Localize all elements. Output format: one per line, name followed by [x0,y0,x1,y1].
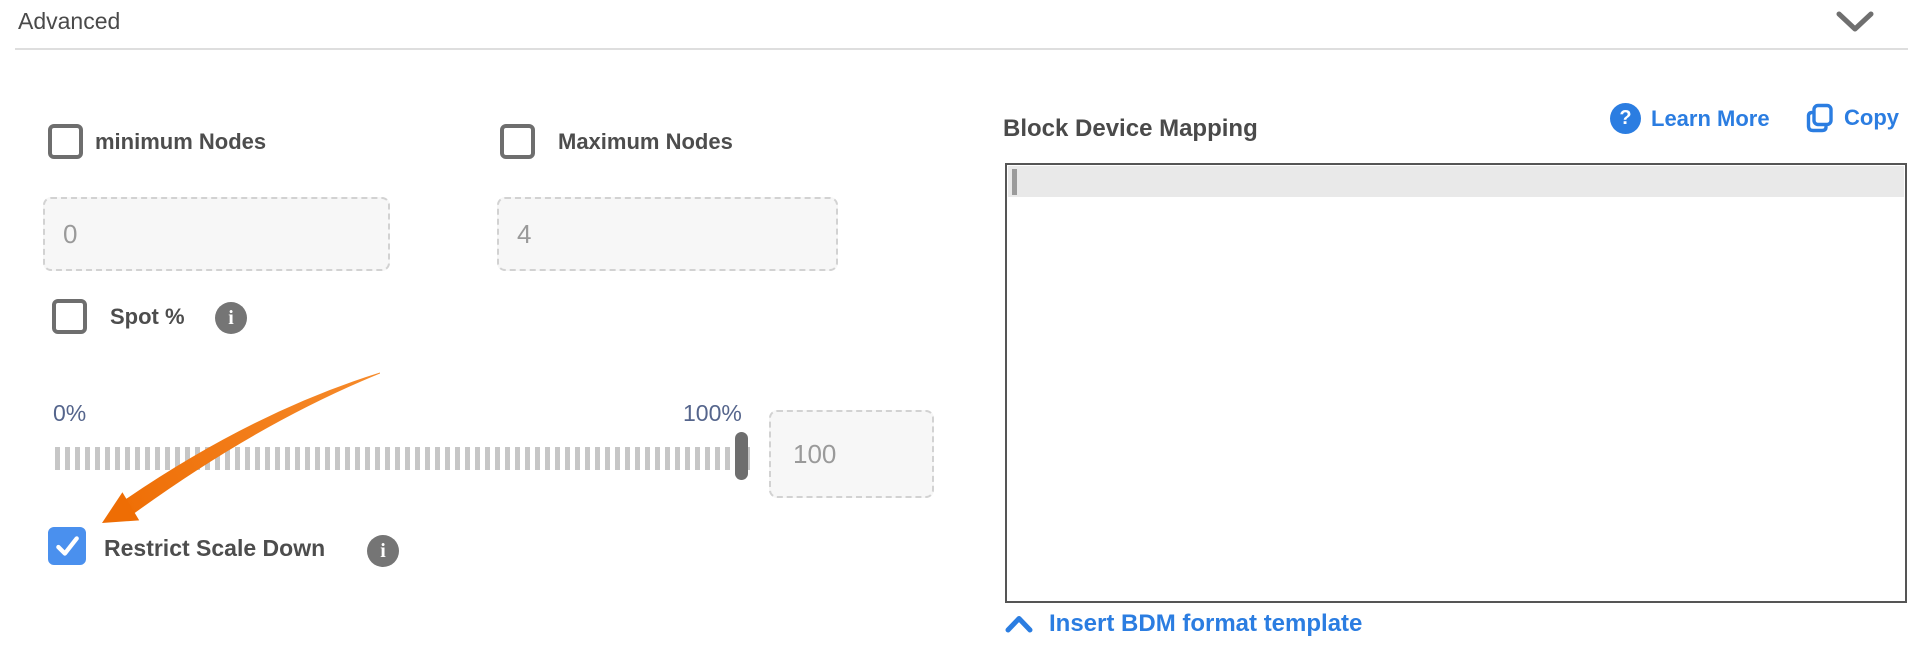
section-divider [15,48,1908,50]
spot-percent-checkbox[interactable] [52,299,87,334]
insert-bdm-template-link[interactable]: Insert BDM format template [1005,610,1362,638]
slider-max-label: 100% [683,400,742,426]
bdm-title: Block Device Mapping [1003,115,1258,142]
bdm-editor[interactable] [1005,163,1907,603]
restrict-info-icon[interactable]: i [367,535,399,567]
minimum-nodes-checkbox[interactable] [48,124,83,159]
help-icon: ? [1610,103,1641,134]
slider-handle[interactable] [735,432,748,480]
spot-percentage-input[interactable] [769,410,934,498]
restrict-scale-down-label: Restrict Scale Down [104,535,326,561]
copy-label: Copy [1844,105,1899,130]
copy-icon [1806,103,1833,133]
editor-active-line [1008,166,1904,197]
learn-more-link[interactable]: ? Learn More [1610,103,1770,134]
checkmark-icon [56,536,79,556]
restrict-scale-down-checkbox[interactable] [48,527,86,565]
chevron-down-icon [1836,11,1874,32]
editor-caret [1012,169,1017,195]
copy-button[interactable]: Copy [1806,103,1899,133]
spot-percent-label: Spot % [110,304,185,329]
spot-info-icon[interactable]: i [215,302,247,334]
minimum-nodes-label: minimum Nodes [95,129,267,154]
chevron-up-icon [1005,615,1033,632]
section-title: Advanced [18,8,121,34]
slider-min-label: 0% [53,400,87,426]
maximum-nodes-label: Maximum Nodes [558,129,733,154]
insert-bdm-template-label: Insert BDM format template [1049,610,1363,637]
maximum-nodes-checkbox[interactable] [500,124,535,159]
annotation-arrow [102,372,380,523]
spot-percentage-slider-track[interactable] [55,447,753,470]
learn-more-label: Learn More [1651,105,1770,131]
collapse-section-button[interactable] [1836,10,1876,38]
maximum-nodes-input[interactable] [497,197,838,271]
minimum-nodes-input[interactable] [43,197,390,271]
